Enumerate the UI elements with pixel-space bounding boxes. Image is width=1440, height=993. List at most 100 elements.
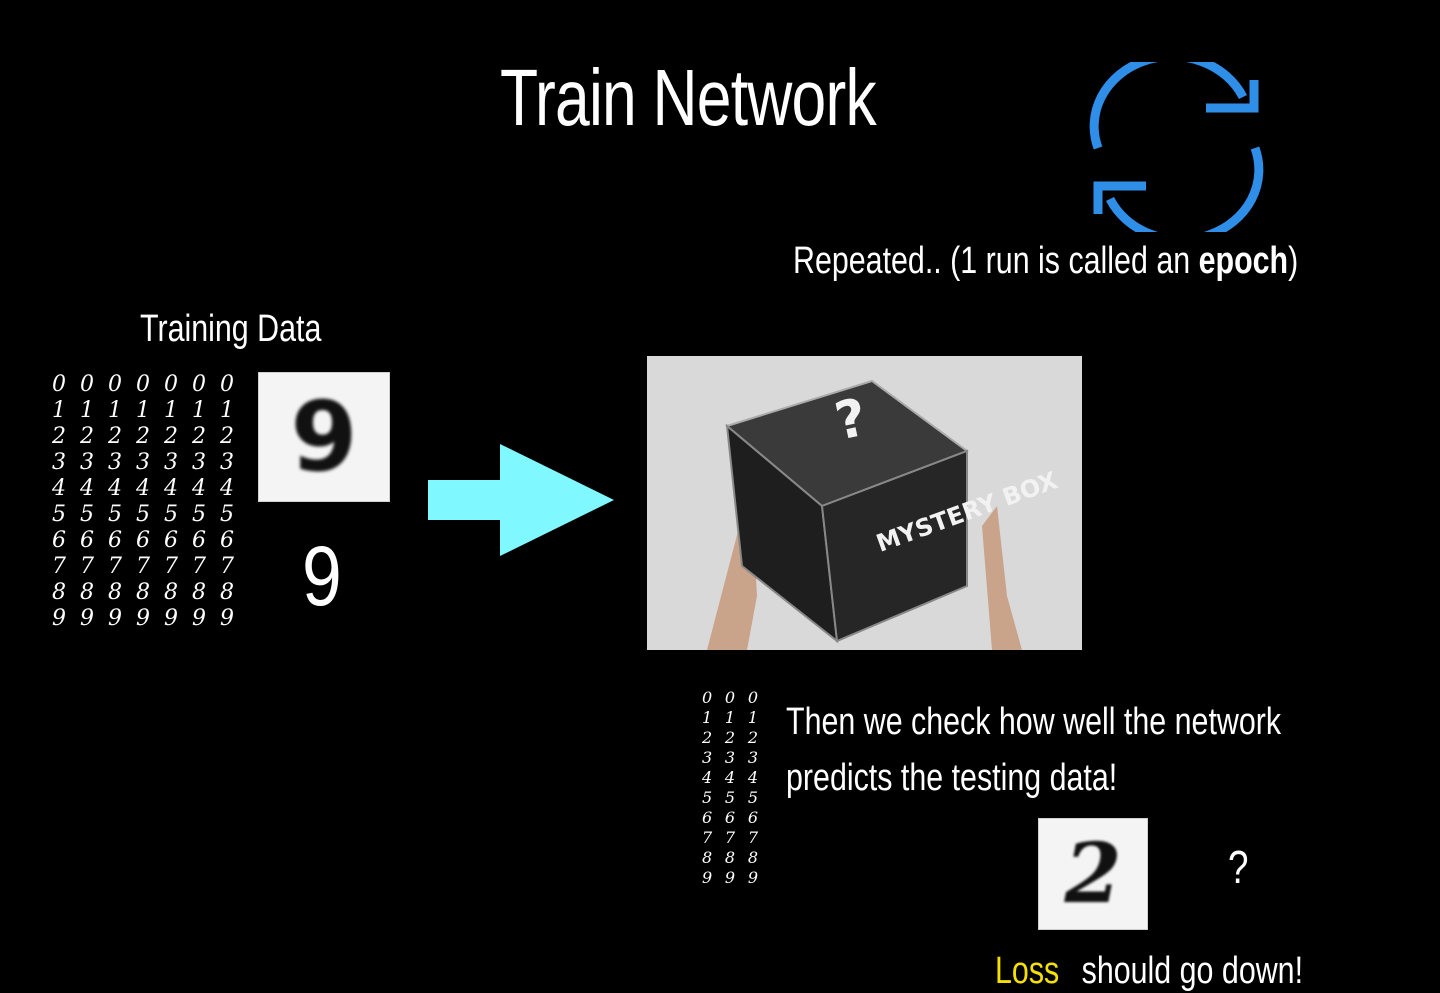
loss-term: Loss (995, 950, 1060, 992)
training-digit: 7 (164, 554, 178, 579)
mystery-box-illustration: ? MYSTERY BOX (647, 356, 1082, 650)
training-digit: 3 (136, 450, 150, 475)
training-digit: 5 (164, 502, 178, 527)
testing-explanation: Then we check how well the network predi… (786, 694, 1281, 806)
training-digit: 5 (108, 502, 122, 527)
training-digit: 6 (108, 528, 122, 553)
training-digit: 0 (164, 372, 178, 397)
training-digit: 0 (220, 372, 234, 397)
training-digit: 6 (164, 528, 178, 553)
training-digit: 2 (220, 424, 234, 449)
training-digit: 0 (52, 372, 66, 397)
right-hand (982, 506, 1022, 650)
training-digit: 0 (108, 372, 122, 397)
training-digit: 5 (220, 502, 234, 527)
training-digit: 4 (80, 476, 94, 501)
training-digit: 1 (192, 398, 206, 423)
training-sample-image: 9 (258, 372, 390, 502)
testing-digit: 7 (724, 828, 736, 847)
box-right (820, 449, 968, 643)
testing-sample-image: 2 (1038, 818, 1148, 930)
training-digit: 8 (136, 580, 150, 605)
training-digit: 4 (52, 476, 66, 501)
training-digit: 5 (192, 502, 206, 527)
slide-title: Train Network (500, 53, 877, 142)
mystery-box-image: ? MYSTERY BOX (647, 356, 1082, 650)
testing-digit: 0 (747, 688, 758, 707)
training-digit: 9 (164, 606, 178, 631)
training-digit: 8 (164, 580, 178, 605)
training-digit: 7 (220, 554, 234, 579)
training-digit: 4 (192, 476, 206, 501)
training-digit: 8 (192, 580, 206, 605)
training-digit: 1 (164, 398, 178, 423)
right-arrow-icon (428, 444, 614, 556)
testing-text-line-2: predicts the testing data! (786, 757, 1118, 799)
training-digit: 2 (164, 424, 178, 449)
testing-digit: 7 (747, 828, 758, 847)
training-digit: 3 (52, 450, 66, 475)
training-digit: 6 (136, 528, 150, 553)
testing-digit: 8 (724, 848, 736, 867)
testing-digit: 1 (724, 708, 736, 727)
training-digit: 6 (80, 528, 94, 553)
training-digit: 0 (80, 372, 94, 397)
training-digit: 1 (136, 398, 150, 423)
testing-digit: 9 (724, 868, 736, 887)
testing-digit: 0 (724, 688, 736, 707)
sample-digit: 9 (290, 381, 358, 493)
testing-digit: 3 (724, 748, 736, 767)
epoch-caption-prefix: Repeated.. (1 run is called an (793, 240, 1199, 282)
testing-digit: 2 (747, 728, 758, 747)
training-digit: 6 (52, 528, 66, 553)
training-digit: 7 (192, 554, 206, 579)
training-digit: 5 (52, 502, 66, 527)
training-digit: 7 (80, 554, 94, 579)
testing-digit: 4 (747, 768, 758, 787)
testing-digit: 5 (747, 788, 758, 807)
testing-digit: 6 (724, 808, 736, 827)
epoch-caption: Repeated.. (1 run is called an epoch) (793, 240, 1298, 283)
training-digit: 1 (52, 398, 66, 423)
training-digit: 3 (108, 450, 122, 475)
testing-digit: 4 (724, 768, 736, 787)
training-digit: 9 (52, 606, 66, 631)
testing-digit: 3 (702, 748, 713, 767)
testing-digit: 6 (702, 808, 713, 827)
testing-digit: 5 (702, 788, 713, 807)
training-digit: 4 (164, 476, 178, 501)
training-digit: 8 (80, 580, 94, 605)
training-digit: 2 (192, 424, 206, 449)
sample-label: 9 (302, 529, 342, 623)
test-sample-digit: 2 (1064, 826, 1122, 922)
testing-digit: 1 (702, 708, 713, 727)
training-digit: 5 (136, 502, 150, 527)
epoch-caption-suffix: ) (1288, 240, 1299, 282)
training-digit: 8 (220, 580, 234, 605)
testing-digit: 8 (702, 848, 713, 867)
training-digit: 4 (108, 476, 122, 501)
training-digit: 3 (192, 450, 206, 475)
training-digit: 2 (80, 424, 94, 449)
training-digit: 4 (136, 476, 150, 501)
testing-digit: 4 (702, 768, 713, 787)
